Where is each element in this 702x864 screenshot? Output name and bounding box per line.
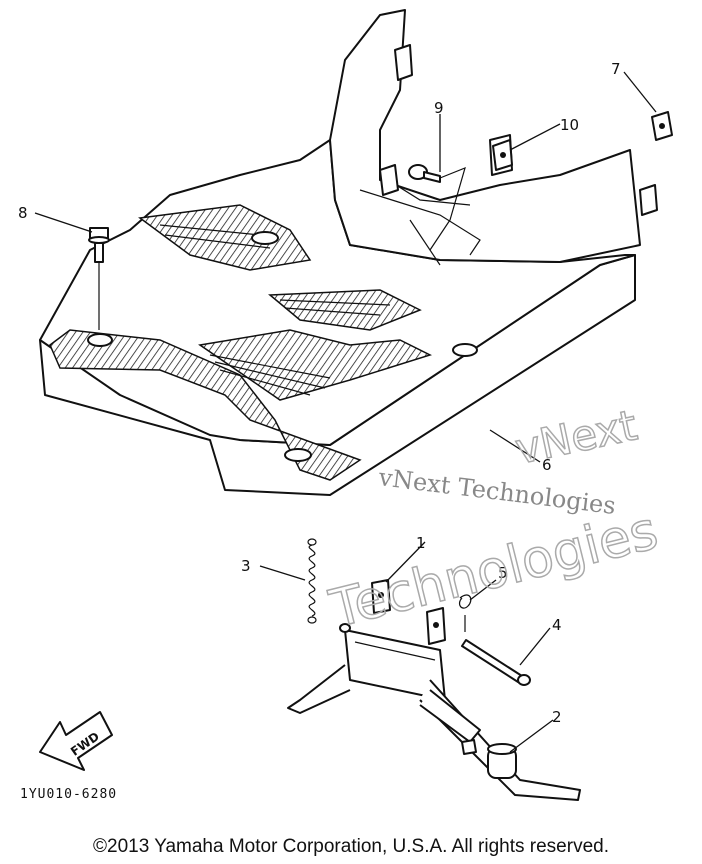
watermark-outline-top: vNext — [511, 400, 641, 473]
forward-arrow-icon: FWD — [39, 711, 113, 771]
callout-7: 7 — [611, 60, 621, 78]
main-stand-1 — [287, 579, 581, 801]
callout-2: 2 — [552, 708, 562, 726]
callout-8: 8 — [18, 204, 28, 222]
pin-4 — [461, 639, 531, 686]
screw-9 — [408, 164, 466, 251]
callout-1: 1 — [416, 534, 426, 552]
callout-9: 9 — [434, 99, 444, 117]
bolt-8 — [88, 227, 110, 330]
copyright-footer: ©2013 Yamaha Motor Corporation, U.S.A. A… — [93, 836, 609, 857]
parts-diagram: 1 2 3 4 5 6 7 8 9 10 FWD vNext Technolog… — [18, 9, 673, 801]
watermark-outline-bottom: Technologies — [324, 501, 664, 640]
watermark-text: vNext Technologies — [376, 463, 617, 520]
callout-4: 4 — [552, 616, 562, 634]
callout-10: 10 — [560, 116, 579, 134]
clip-5 — [458, 594, 472, 632]
callout-6: 6 — [542, 456, 552, 474]
diagram-code: 1YU010-6280 — [20, 787, 118, 802]
callout-labels: 1 2 3 4 5 6 7 8 9 10 — [18, 60, 657, 753]
footboard-part — [39, 9, 658, 496]
clip-nut-10 — [492, 139, 513, 171]
clip-nut-7 — [651, 111, 673, 141]
callout-5: 5 — [498, 564, 508, 582]
spring-3 — [307, 538, 317, 624]
damper-2 — [487, 743, 517, 779]
callout-3: 3 — [241, 557, 251, 575]
